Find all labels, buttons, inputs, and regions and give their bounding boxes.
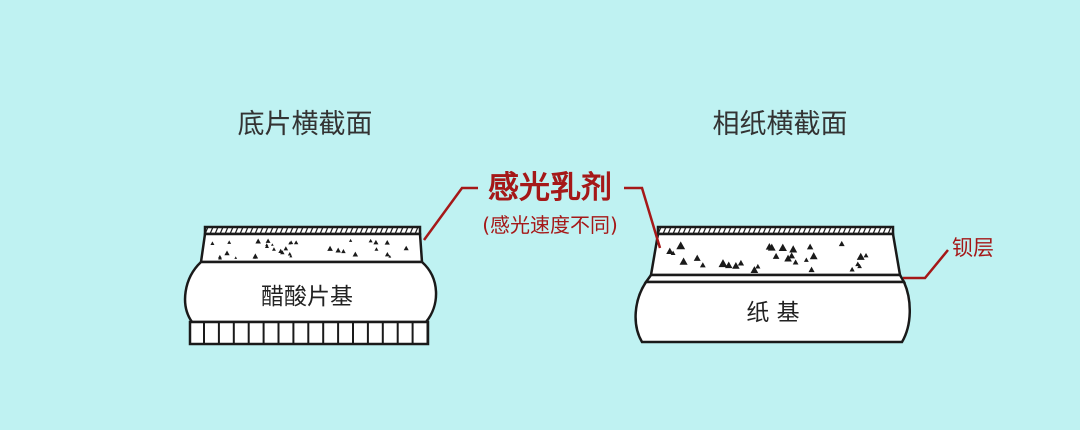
grain-mark — [699, 262, 706, 268]
grain-mark — [288, 241, 292, 245]
grain-mark — [265, 243, 269, 247]
grain-mark — [272, 247, 276, 251]
grain-mark — [283, 246, 289, 251]
grain-mark — [388, 255, 392, 258]
emulsion-callout: 感光乳剂 — [488, 170, 612, 206]
paper-emulsion-grains — [666, 240, 869, 274]
grain-mark — [737, 259, 745, 266]
grain-mark — [666, 247, 674, 254]
grain-mark — [253, 256, 257, 259]
grain-mark — [676, 241, 686, 250]
grain-mark — [255, 238, 261, 244]
grain-mark — [348, 238, 353, 242]
grain-mark — [252, 253, 259, 259]
grain-mark — [341, 249, 346, 254]
grain-mark — [403, 245, 409, 251]
grain-mark — [808, 266, 815, 273]
grain-mark — [352, 251, 359, 257]
grain-mark — [210, 241, 215, 245]
grain-mark — [335, 247, 341, 253]
film-cross-section-title: 底片横截面 — [238, 109, 373, 140]
grain-mark — [856, 252, 865, 260]
grain-mark — [287, 252, 292, 256]
grain-mark — [374, 247, 379, 251]
grain-mark — [784, 254, 792, 262]
grain-mark — [384, 239, 390, 245]
grain-mark — [373, 239, 379, 245]
grain-mark — [855, 261, 861, 267]
grain-mark — [788, 252, 796, 259]
grain-mark — [293, 240, 299, 245]
grain-mark — [327, 245, 333, 251]
grain-mark — [693, 254, 701, 261]
grain-mark — [809, 252, 818, 260]
emulsion-leader-right — [624, 186, 662, 249]
grain-mark — [806, 243, 814, 250]
emulsion-leader-left — [422, 186, 478, 241]
acetate-base-label: 醋酸片基 — [261, 284, 353, 310]
baryta-leader — [903, 249, 949, 280]
grain-mark — [217, 254, 222, 259]
grain-mark — [368, 238, 373, 243]
grain-mark — [227, 240, 232, 244]
grain-mark — [789, 245, 798, 253]
grain-mark — [679, 257, 688, 265]
grain-mark — [772, 252, 780, 259]
grain-mark — [803, 257, 809, 262]
paper-base-label: 纸 基 — [746, 300, 799, 326]
film-cross-section — [183, 225, 438, 346]
grain-mark — [732, 261, 740, 269]
film-emulsion-layer — [199, 232, 424, 264]
grain-mark — [718, 259, 728, 268]
grain-mark — [289, 254, 293, 258]
emulsion-callout-lines — [422, 186, 949, 280]
film-backing-dividers — [203, 322, 429, 344]
paper-cross-section-title: 相纸横截面 — [713, 109, 848, 140]
grain-mark — [792, 259, 799, 265]
grain-mark — [755, 263, 761, 269]
grain-mark — [849, 266, 855, 272]
grain-mark — [265, 238, 271, 243]
emulsion-speed-note: (感光速度不同) — [482, 213, 618, 237]
grain-mark — [778, 243, 787, 252]
grain-mark — [750, 266, 759, 274]
baryta-callout: 钡层 — [952, 236, 994, 260]
grain-mark — [234, 256, 238, 259]
paper-base — [634, 280, 911, 344]
grain-mark — [270, 243, 274, 246]
grain-mark — [765, 243, 773, 250]
grain-mark — [863, 252, 869, 258]
paper-cross-section — [634, 225, 911, 344]
grain-mark — [384, 252, 390, 257]
grain-mark — [838, 240, 845, 247]
grain-mark — [725, 261, 733, 269]
grain-mark — [224, 250, 230, 256]
grain-mark — [264, 244, 269, 248]
film-emulsion-grains — [210, 238, 409, 260]
grain-mark — [278, 248, 284, 253]
